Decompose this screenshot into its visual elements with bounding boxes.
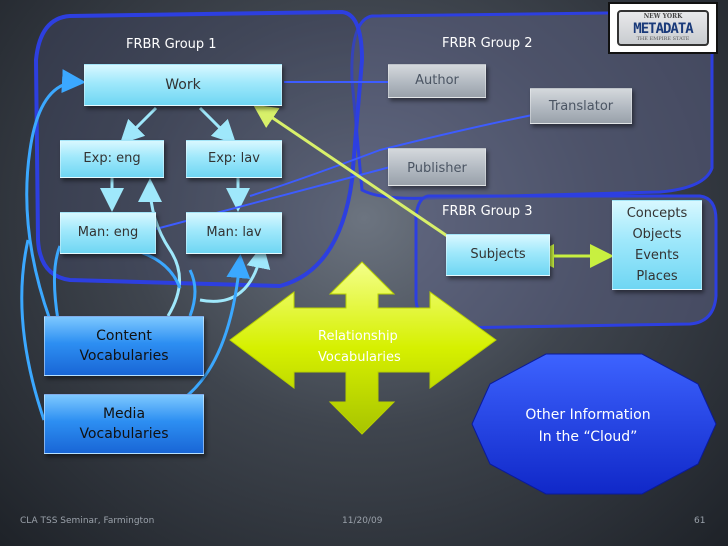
other-information-label: Other Information In the “Cloud” [504, 404, 672, 448]
work-label: Work [165, 77, 201, 93]
places-label: Places [636, 269, 678, 284]
group1-title: FRBR Group 1 [126, 37, 217, 52]
media-vocabularies-box: Media Vocabularies [44, 394, 204, 454]
subjects-box: Subjects [446, 234, 550, 276]
footer-page-number: 61 [694, 516, 706, 526]
work-box: Work [84, 64, 282, 106]
man-lav-box: Man: lav [186, 212, 282, 254]
metadata-license-plate-image: NEW YORK METADATA THE EMPIRE STATE [608, 2, 718, 54]
subjects-label: Subjects [470, 247, 526, 262]
man-lav-label: Man: lav [206, 225, 262, 240]
license-plate: NEW YORK METADATA THE EMPIRE STATE [617, 10, 709, 46]
plate-motto: THE EMPIRE STATE [636, 36, 690, 42]
events-label: Events [634, 248, 679, 263]
translator-box: Translator [530, 88, 632, 124]
media-word: Media [102, 406, 146, 422]
footer-date: 11/20/09 [342, 516, 383, 526]
content-word: Content [96, 328, 152, 344]
other-information-line2: In the “Cloud” [538, 429, 638, 445]
other-information-line1: Other Information [525, 407, 651, 423]
relationship-vocab-word: Vocabularies [318, 350, 401, 365]
publisher-box: Publisher [388, 148, 486, 186]
concepts-label: Concepts [626, 206, 688, 221]
objects-label: Objects [632, 227, 682, 242]
exp-lav-box: Exp: lav [186, 140, 282, 178]
plate-state: NEW YORK [643, 13, 683, 20]
concepts-box: Concepts Objects Events Places [612, 200, 702, 290]
media-vocab-word: Vocabularies [79, 426, 169, 442]
content-vocabularies-box: Content Vocabularies [44, 316, 204, 376]
author-label: Author [415, 73, 459, 88]
exp-lav-label: Exp: lav [208, 151, 260, 166]
author-box: Author [388, 64, 486, 98]
publisher-label: Publisher [407, 161, 467, 176]
relationship-vocabularies-arrow [229, 261, 497, 435]
group2-title: FRBR Group 2 [442, 36, 533, 51]
exp-eng-label: Exp: eng [83, 151, 141, 166]
plate-text: METADATA [633, 21, 693, 37]
group3-title: FRBR Group 3 [442, 204, 533, 219]
translator-label: Translator [548, 98, 614, 114]
footer-left: CLA TSS Seminar, Farmington [20, 516, 155, 526]
exp-eng-box: Exp: eng [60, 140, 164, 178]
relationship-word: Relationship [318, 329, 398, 344]
relationship-vocabularies-label: Relationship Vocabularies [318, 326, 401, 368]
other-information-octagon [471, 353, 717, 495]
man-eng-box: Man: eng [60, 212, 156, 254]
man-eng-label: Man: eng [77, 225, 139, 240]
content-vocab-word: Vocabularies [79, 348, 169, 364]
